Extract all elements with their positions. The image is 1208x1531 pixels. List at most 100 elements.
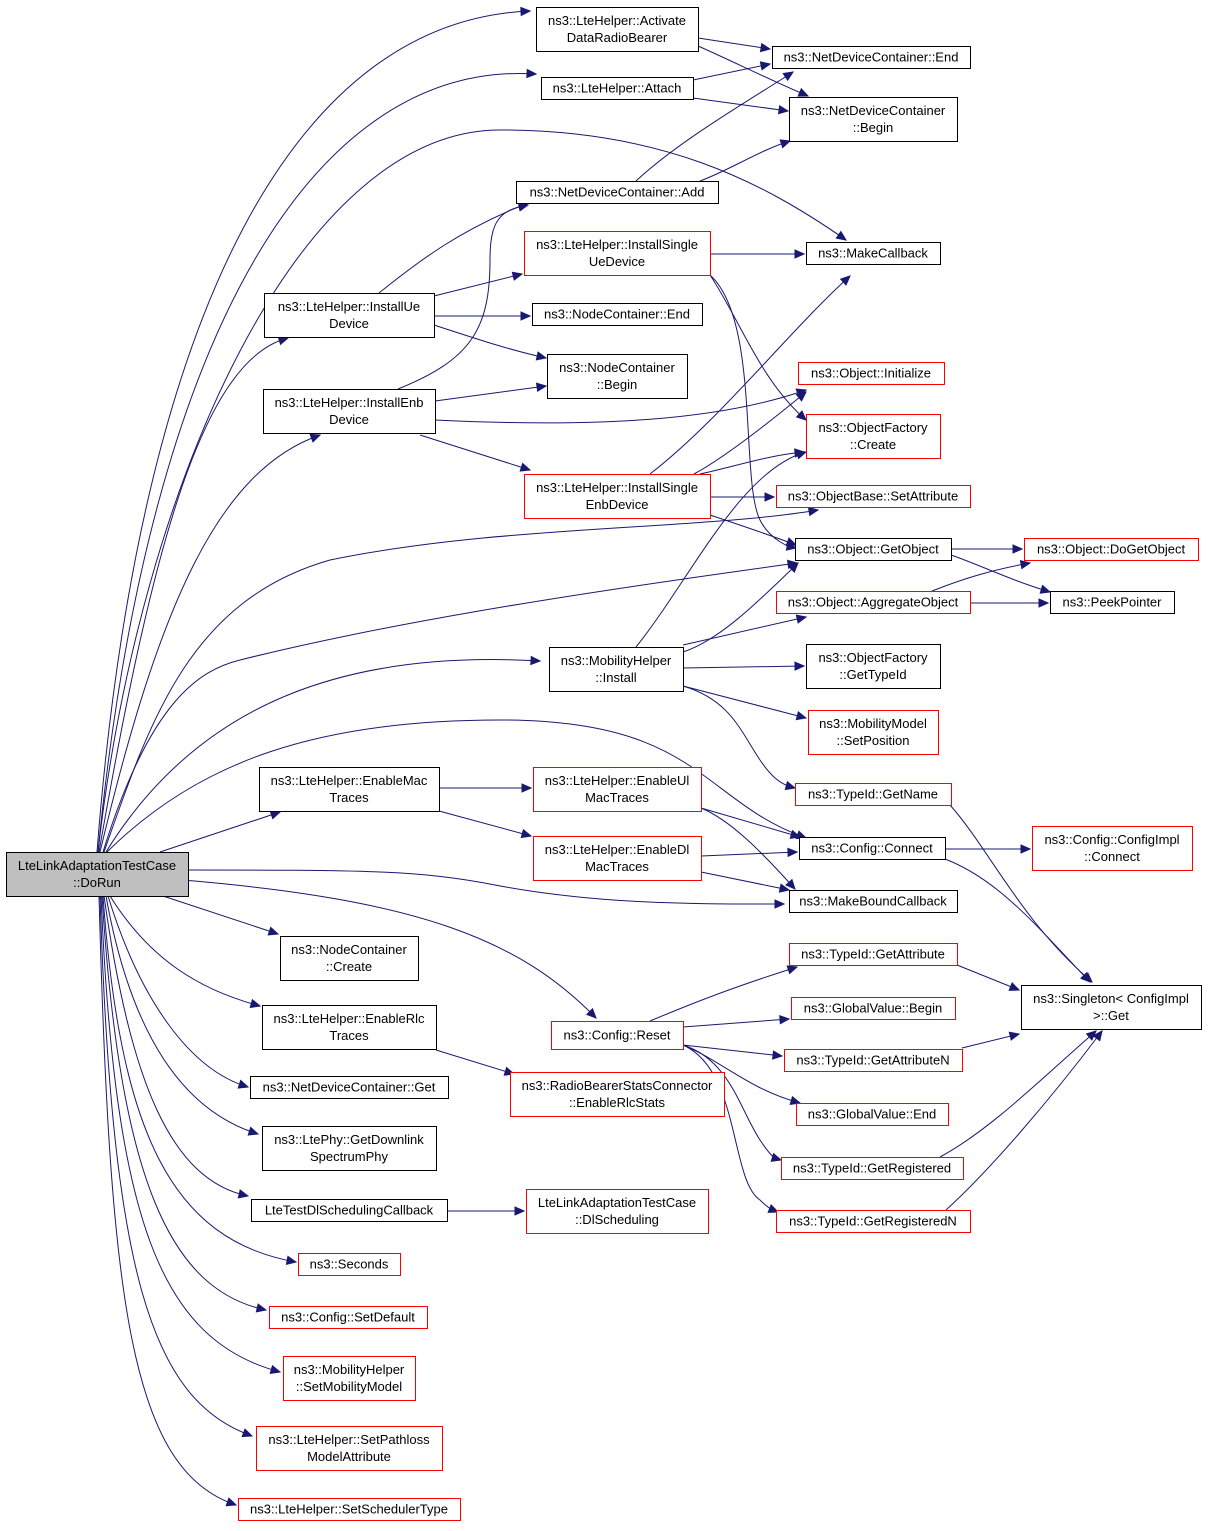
node-nc-create[interactable]: ns3::NodeContainer::Create xyxy=(280,936,419,981)
node-label: ns3::LtePhy::GetDownlink xyxy=(274,1132,424,1147)
node-box xyxy=(806,644,941,689)
node-label: ns3::NetDeviceContainer::Add xyxy=(530,185,705,200)
arrowhead-icon xyxy=(1092,1030,1103,1042)
arrowhead-icon xyxy=(241,1428,254,1438)
node-label: ::Install xyxy=(595,670,636,685)
node-ob-setattr[interactable]: ns3::ObjectBase::SetAttribute xyxy=(776,485,971,508)
node-nc-begin[interactable]: ns3::NodeContainer::Begin xyxy=(547,354,688,399)
arrowhead-icon xyxy=(520,311,532,321)
node-box xyxy=(1050,591,1175,614)
node-cfg-setdefault[interactable]: ns3::Config::SetDefault xyxy=(269,1306,428,1329)
node-ndc-get[interactable]: ns3::NetDeviceContainer::Get xyxy=(250,1076,449,1099)
call-edge-to-ndc-add xyxy=(378,202,529,294)
arrowhead-icon xyxy=(759,61,772,71)
call-edge-to-obj-getobject xyxy=(102,562,798,853)
node-typeid-getattr[interactable]: ns3::TypeId::GetAttribute xyxy=(789,943,958,966)
node-label: ::SetMobilityModel xyxy=(296,1379,402,1394)
node-box xyxy=(1024,538,1199,561)
call-edge-to-of-create xyxy=(635,451,807,648)
node-attach[interactable]: ns3::LteHelper::Attach xyxy=(541,77,694,100)
node-typeid-getattrn[interactable]: ns3::TypeId::GetAttributeN xyxy=(784,1049,963,1072)
call-edge-to-set-pathloss xyxy=(99,895,253,1437)
node-label: ns3::LteHelper::Attach xyxy=(553,81,682,96)
call-edge-to-ndc-begin xyxy=(699,140,791,182)
node-singleton-get[interactable]: ns3::Singleton< ConfigImpl >::Get xyxy=(1021,985,1202,1030)
node-label: ns3::LteHelper::SetPathloss xyxy=(268,1432,430,1447)
node-dlsched-cb[interactable]: LteTestDlSchedulingCallback xyxy=(251,1199,448,1222)
node-root[interactable]: LteLinkAdaptationTestCase::DoRun xyxy=(6,852,189,897)
node-set-pathloss[interactable]: ns3::LteHelper::SetPathlossModelAttribut… xyxy=(256,1426,443,1471)
node-label: ns3::NodeContainer::End xyxy=(544,307,690,322)
node-label: MacTraces xyxy=(585,859,649,874)
arrowhead-icon xyxy=(835,230,848,241)
arrowhead-icon xyxy=(1008,1031,1021,1041)
node-nc-end[interactable]: ns3::NodeContainer::End xyxy=(532,303,703,326)
call-edge-to-typeid-getregn xyxy=(682,1044,779,1213)
node-label: ns3::TypeId::GetRegistered xyxy=(793,1161,951,1176)
node-mm-setpos[interactable]: ns3::MobilityModel::SetPosition xyxy=(808,710,939,755)
node-typeid-getreg[interactable]: ns3::TypeId::GetRegistered xyxy=(781,1157,964,1180)
node-of-gettypeid[interactable]: ns3::ObjectFactory::GetTypeId xyxy=(806,644,941,689)
node-box xyxy=(256,1426,443,1471)
node-rbsc-enablerlc[interactable]: ns3::RadioBearerStatsConnector::EnableRl… xyxy=(510,1072,725,1117)
arrowhead-icon xyxy=(237,1079,250,1089)
node-box xyxy=(549,647,684,692)
node-typeid-getregn[interactable]: ns3::TypeId::GetRegisteredN xyxy=(776,1210,971,1233)
node-label: ns3::TypeId::GetAttribute xyxy=(801,947,945,962)
node-label: ns3::LteHelper::EnableMac xyxy=(271,773,428,788)
call-edge-to-attach xyxy=(97,72,537,853)
node-box xyxy=(510,1072,725,1117)
node-of-create[interactable]: ns3::ObjectFactory::Create xyxy=(806,414,941,459)
node-obj-getobject[interactable]: ns3::Object::GetObject xyxy=(795,538,952,561)
call-edge-to-cfg-setdefault xyxy=(101,895,267,1311)
node-makecallback[interactable]: ns3::MakeCallback xyxy=(806,242,941,265)
node-box xyxy=(524,231,711,276)
node-label: ns3::Object::GetObject xyxy=(807,542,939,557)
node-label: ns3::TypeId::GetName xyxy=(808,787,938,802)
node-label: ns3::LteHelper::InstallSingle xyxy=(536,480,698,495)
node-dlsched[interactable]: LteLinkAdaptationTestCase::DlScheduling xyxy=(526,1189,709,1234)
node-label: ns3::Config::SetDefault xyxy=(281,1310,415,1325)
node-ndc-add[interactable]: ns3::NetDeviceContainer::Add xyxy=(516,181,719,204)
node-peekpointer[interactable]: ns3::PeekPointer xyxy=(1050,591,1175,614)
call-edge-to-enable-mac xyxy=(159,811,281,853)
arrowhead-icon xyxy=(585,1007,597,1019)
call-edge-to-mob-setmodel xyxy=(100,895,281,1373)
node-set-scheduler[interactable]: ns3::LteHelper::SetSchedulerType xyxy=(238,1498,461,1521)
node-obj-dogetobject[interactable]: ns3::Object::DoGetObject xyxy=(1024,538,1199,561)
node-cfg-connect[interactable]: ns3::Config::Connect xyxy=(799,837,946,860)
node-label: ns3::PeekPointer xyxy=(1062,595,1162,610)
node-box xyxy=(263,389,436,434)
node-mob-setmodel[interactable]: ns3::MobilityHelper::SetMobilityModel xyxy=(283,1356,416,1401)
node-cfg-reset[interactable]: ns3::Config::Reset xyxy=(551,1021,684,1050)
arrowhead-icon xyxy=(535,382,548,392)
node-obj-aggregate[interactable]: ns3::Object::AggregateObject xyxy=(776,591,971,614)
node-gv-begin[interactable]: ns3::GlobalValue::Begin xyxy=(791,997,956,1020)
node-ndc-end[interactable]: ns3::NetDeviceContainer::End xyxy=(772,46,971,69)
node-cfgimpl-connect[interactable]: ns3::Config::ConfigImpl::Connect xyxy=(1032,826,1193,871)
node-label: ns3::Object::AggregateObject xyxy=(788,595,959,610)
node-typeid-getname[interactable]: ns3::TypeId::GetName xyxy=(795,783,952,806)
node-gv-end[interactable]: ns3::GlobalValue::End xyxy=(796,1103,949,1126)
node-label: ns3::TypeId::GetAttributeN xyxy=(796,1053,949,1068)
node-box xyxy=(808,710,939,755)
node-label: UeDevice xyxy=(589,254,645,269)
node-label: EnbDevice xyxy=(586,497,649,512)
node-ndc-begin[interactable]: ns3::NetDeviceContainer::Begin xyxy=(789,97,958,142)
node-seconds[interactable]: ns3::Seconds xyxy=(298,1253,401,1276)
node-obj-init[interactable]: ns3::Object::Initialize xyxy=(798,362,945,385)
node-makebound[interactable]: ns3::MakeBoundCallback xyxy=(789,890,958,913)
arrowhead-icon xyxy=(1008,982,1021,991)
node-label: SpectrumPhy xyxy=(310,1149,389,1164)
node-mob-install[interactable]: ns3::MobilityHelper::Install xyxy=(549,647,684,692)
